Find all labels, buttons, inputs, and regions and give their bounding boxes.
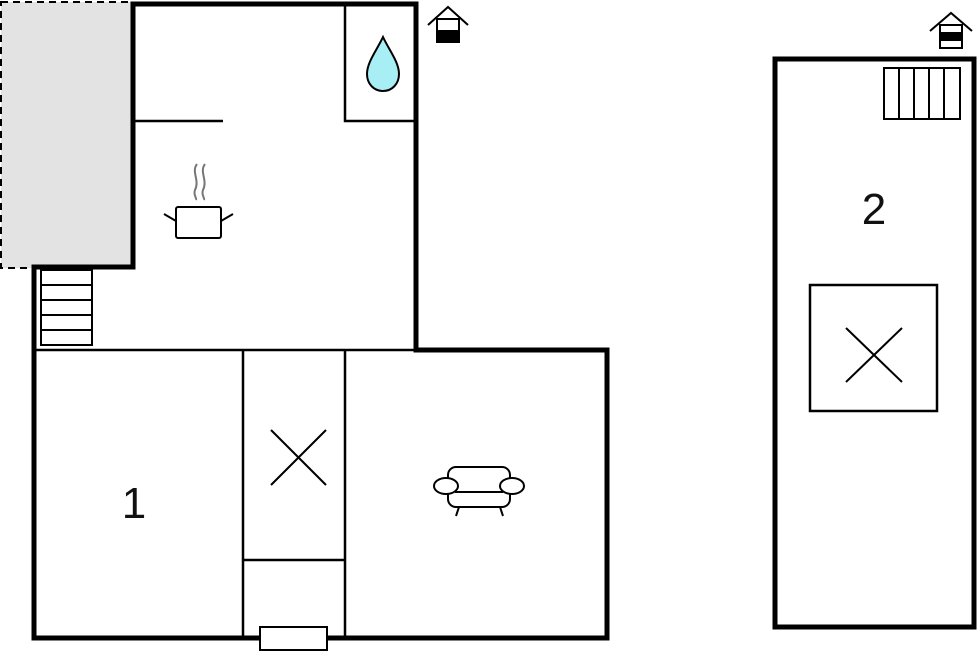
building-1-outline (31, 1, 610, 641)
window-icon (259, 626, 328, 651)
terrace-area (0, 1, 134, 269)
void-cross-icon (270, 429, 327, 486)
cooking-pot-icon (163, 163, 234, 239)
stairs-icon (883, 67, 961, 120)
building-2-outline (772, 56, 977, 630)
entrance-icon (427, 5, 469, 43)
sofa-icon (433, 466, 525, 517)
entrance-icon (929, 11, 973, 49)
unit-1-label: 1 (122, 479, 146, 528)
wall-bathroom (343, 4, 416, 123)
stairs-icon (40, 269, 93, 346)
water-drop-icon (365, 34, 401, 93)
void-cross-icon (808, 283, 939, 413)
unit-2-label: 2 (862, 185, 886, 234)
